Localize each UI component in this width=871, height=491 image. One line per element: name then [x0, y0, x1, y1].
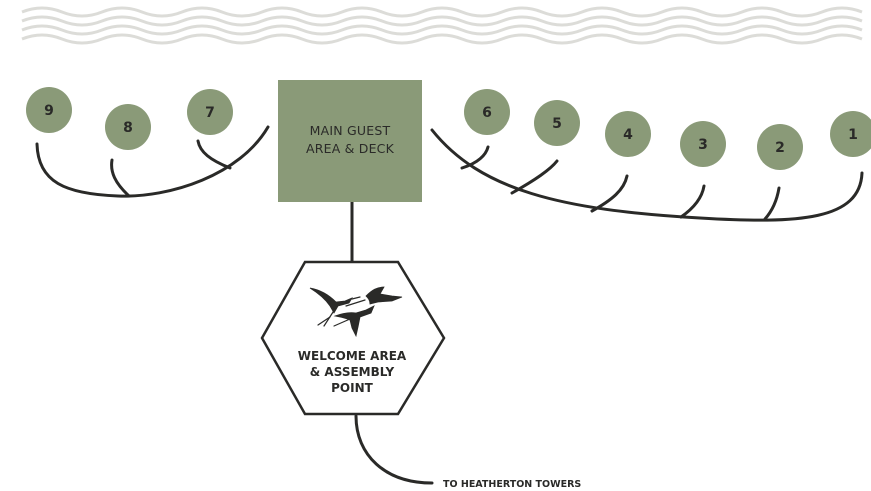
- path-to-unit-3: [679, 184, 706, 219]
- unit-3-marker: [680, 121, 726, 167]
- welcome-area-line1: WELCOME AREA: [298, 349, 407, 363]
- unit-6[interactable]: 6: [464, 89, 510, 135]
- unit-2-label: 2: [775, 140, 785, 156]
- wave-decoration: [21, 6, 863, 45]
- welcome-area[interactable]: WELCOME AREA & ASSEMBLY POINT: [260, 260, 446, 416]
- unit-9-marker: [26, 87, 72, 133]
- path-to-unit-6: [460, 145, 490, 170]
- unit-2-marker: [757, 124, 803, 170]
- main-guest-area-line1: MAIN GUEST: [310, 123, 391, 138]
- unit-7-label: 7: [205, 105, 215, 121]
- unit-1[interactable]: 1: [830, 111, 871, 157]
- unit-5[interactable]: 5: [534, 100, 580, 146]
- unit-4[interactable]: 4: [605, 111, 651, 157]
- heatherton-towers-label[interactable]: TO HEATHERTON TOWERS: [443, 479, 581, 490]
- welcome-area-hexagon: [260, 260, 446, 416]
- main-guest-area-box: [278, 80, 422, 202]
- unit-8-label: 8: [123, 120, 133, 136]
- unit-2[interactable]: 2: [757, 124, 803, 170]
- unit-5-marker: [534, 100, 580, 146]
- welcome-area-line2: & ASSEMBLY: [310, 365, 395, 379]
- unit-7[interactable]: 7: [187, 89, 233, 135]
- unit-9-label: 9: [44, 103, 54, 119]
- unit-3-label: 3: [698, 137, 708, 153]
- path-to-unit-7: [196, 139, 232, 170]
- unit-4-marker: [605, 111, 651, 157]
- unit-7-marker: [187, 89, 233, 135]
- flying-birds-icon: [309, 286, 403, 338]
- unit-6-label: 6: [482, 105, 492, 121]
- unit-1-marker: [830, 111, 871, 157]
- unit-4-label: 4: [623, 127, 633, 143]
- path-to-unit-4: [590, 174, 629, 213]
- unit-6-marker: [464, 89, 510, 135]
- left-main-path: [35, 125, 270, 198]
- unit-3[interactable]: 3: [680, 121, 726, 167]
- main-guest-area[interactable]: MAIN GUEST AREA & DECK: [278, 80, 422, 202]
- main-guest-area-line2: AREA & DECK: [306, 141, 395, 156]
- path-to-heatherton: [354, 414, 434, 485]
- unit-5-label: 5: [552, 116, 562, 132]
- path-to-unit-2: [763, 186, 781, 221]
- path-to-unit-5: [510, 159, 559, 195]
- welcome-area-line3: POINT: [331, 381, 374, 395]
- right-main-path: [430, 128, 864, 222]
- unit-1-label: 1: [848, 127, 858, 143]
- unit-8-marker: [105, 104, 151, 150]
- path-to-unit-8: [110, 158, 131, 198]
- unit-9[interactable]: 9: [26, 87, 72, 133]
- unit-8[interactable]: 8: [105, 104, 151, 150]
- paths: [35, 125, 864, 485]
